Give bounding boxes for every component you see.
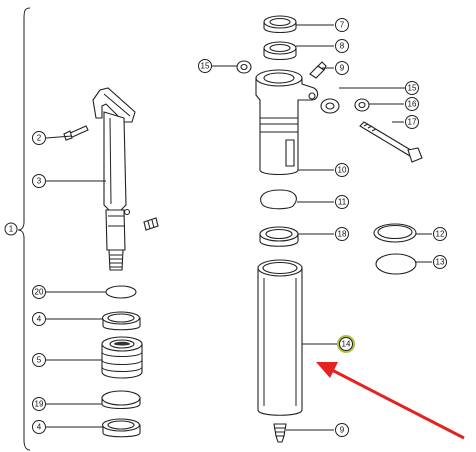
seal-ring-part-7 (263, 15, 297, 34)
washer-part-upper (101, 311, 141, 331)
seal-ring-part-8 (263, 41, 297, 61)
callout-12-label: 12 (436, 230, 445, 239)
packing-stack-part (101, 336, 143, 379)
callout-4-upper: 4 (32, 312, 46, 326)
callout-2: 2 (32, 131, 46, 145)
callout-10: 10 (335, 163, 349, 177)
grease-fitting-bottom (273, 423, 287, 443)
callout-16-label: 16 (408, 100, 417, 109)
callout-11: 11 (335, 195, 349, 209)
grease-fitting-top (309, 61, 327, 79)
callout-9-top: 9 (335, 61, 349, 75)
housing-part (255, 69, 319, 176)
callout-7-label: 7 (340, 21, 345, 30)
callout-15-left: 15 (198, 59, 212, 73)
callout-18-label: 18 (338, 230, 347, 239)
callout-8: 8 (335, 39, 349, 53)
ring-part (101, 390, 141, 410)
callout-20: 20 (32, 285, 46, 299)
injector-assembly (92, 87, 136, 271)
washer-part-15-right (320, 98, 340, 114)
washer-part-lower (101, 418, 141, 438)
screw-part (63, 125, 89, 141)
callout-14-highlighted: 14 (337, 335, 355, 353)
callout-3: 3 (32, 174, 46, 188)
callout-1-label: 1 (9, 225, 14, 234)
callout-13: 13 (433, 255, 447, 269)
leader-lines (45, 24, 432, 431)
callout-2-label: 2 (37, 134, 42, 143)
cylinder-part (257, 259, 303, 416)
callout-9-bottom-label: 9 (340, 426, 345, 435)
callout-9-bottom: 9 (335, 423, 349, 437)
callout-3-label: 3 (37, 177, 42, 186)
callout-5: 5 (32, 353, 46, 367)
callout-20-label: 20 (35, 288, 44, 297)
callout-11-label: 11 (338, 198, 347, 207)
callout-17-label: 17 (408, 118, 417, 127)
callout-1: 1 (4, 222, 18, 236)
o-ring-part (105, 285, 137, 299)
callout-19-label: 19 (35, 400, 44, 409)
o-ring-part-13 (375, 253, 417, 275)
callout-16: 16 (405, 97, 419, 111)
washer-part-16 (354, 98, 370, 112)
callout-4-lower-label: 4 (37, 423, 42, 432)
callout-14-label: 14 (342, 340, 351, 349)
snap-ring-part (260, 189, 297, 210)
callout-15-right-label: 15 (408, 84, 417, 93)
set-screw-part (143, 217, 159, 231)
callout-15-left-label: 15 (201, 62, 210, 71)
callout-10-label: 10 (338, 166, 347, 175)
seal-ring-part-18 (259, 226, 299, 247)
highlight-arrow (316, 362, 465, 440)
o-ring-part-12 (373, 223, 417, 243)
callout-18: 18 (335, 227, 349, 241)
callout-7: 7 (335, 18, 349, 32)
bolt-part (359, 121, 423, 163)
callout-15-right: 15 (405, 81, 419, 95)
callout-9-top-label: 9 (340, 64, 345, 73)
callout-17: 17 (405, 115, 419, 129)
callout-8-label: 8 (340, 42, 345, 51)
callout-5-label: 5 (37, 356, 42, 365)
callout-4-upper-label: 4 (37, 315, 42, 324)
washer-part-15-left (236, 60, 252, 74)
callout-12: 12 (433, 227, 447, 241)
callout-19: 19 (32, 397, 46, 411)
callout-4-lower: 4 (32, 420, 46, 434)
callout-13-label: 13 (436, 258, 445, 267)
assembly-bracket (17, 7, 31, 451)
